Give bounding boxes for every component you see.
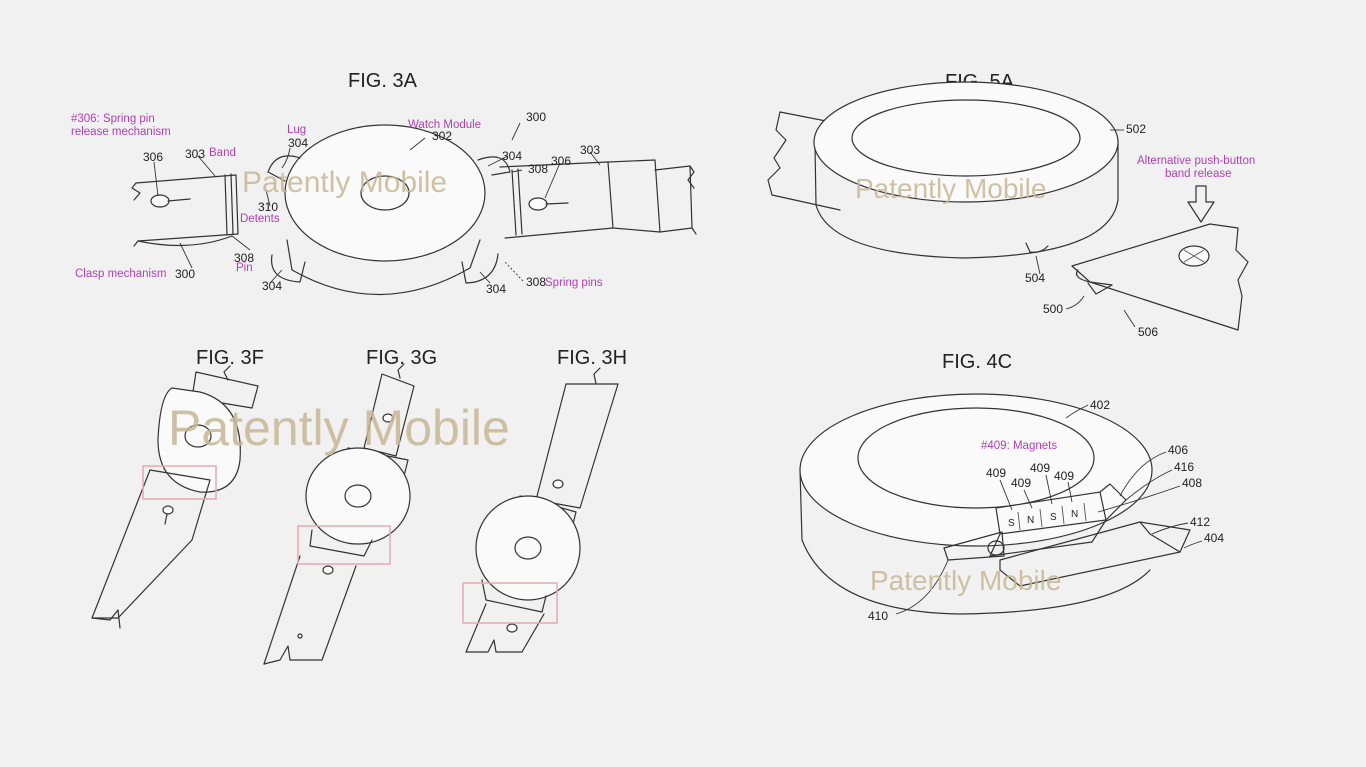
- watermark-fig-4c: Patently Mobile: [870, 565, 1061, 596]
- watermark-fig-3a: Patently Mobile: [242, 166, 447, 199]
- fig-4c: FIG. 4C S N S N: [799, 351, 1224, 623]
- ref-304-right-bottom: 304: [486, 282, 506, 296]
- anno-band: Band: [209, 147, 236, 159]
- fig-3g-highlight-box: [297, 525, 391, 565]
- fig-3g: FIG. 3G: [263, 347, 437, 665]
- fig-3a-watch-module: [267, 124, 511, 296]
- magnet-pole-4: N: [1071, 509, 1078, 520]
- ref-300-top: 300: [526, 110, 546, 124]
- fig-3a: FIG. 3A: [71, 70, 697, 296]
- anno-clasp: Clasp mechanism: [75, 268, 166, 280]
- fig-3h-title: FIG. 3H: [557, 347, 627, 369]
- watermark-fig-5a: Patently Mobile: [855, 173, 1046, 204]
- ref-304-right-top: 304: [502, 149, 522, 163]
- ref-500: 500: [1043, 302, 1063, 316]
- ref-302: 302: [432, 129, 452, 143]
- anno-spring-pin-1: #306: Spring pin: [71, 113, 155, 125]
- anno-detents: Detents: [240, 213, 280, 225]
- magnet-pole-1: S: [1008, 518, 1015, 529]
- ref-412: 412: [1190, 515, 1210, 529]
- fig-3a-leaders: [153, 122, 601, 284]
- ref-310: 310: [258, 200, 278, 214]
- fig-3h-highlight-box: [462, 582, 558, 624]
- fig-4c-leaders: [895, 404, 1203, 615]
- anno-alt-1: Alternative push-button: [1137, 155, 1255, 167]
- ref-506: 506: [1138, 325, 1158, 339]
- ref-409-c: 409: [1030, 461, 1050, 475]
- ref-303-right: 303: [580, 143, 600, 157]
- magnet-pole-2: N: [1027, 515, 1034, 526]
- anno-spring-pins: Spring pins: [545, 277, 603, 289]
- fig-5a-watch: [813, 81, 1119, 259]
- fig-5a: FIG. 5A 502: [767, 71, 1255, 339]
- watermark-fig-3-bottom: Patently Mobile: [168, 400, 510, 456]
- ref-304-left-bottom: 304: [262, 279, 282, 293]
- ref-306-left: 306: [143, 150, 163, 164]
- ref-416: 416: [1174, 460, 1194, 474]
- anno-magnets: #409: Magnets: [981, 440, 1057, 452]
- ref-402: 402: [1090, 398, 1110, 412]
- anno-watch-module: Watch Module: [408, 119, 481, 131]
- fig-3f-title: FIG. 3F: [196, 347, 264, 369]
- fig-3g-title: FIG. 3G: [366, 347, 437, 369]
- fig-3f: FIG. 3F: [91, 347, 264, 629]
- ref-408: 408: [1182, 476, 1202, 490]
- ref-308-top: 308: [528, 162, 548, 176]
- magnet-pole-3: S: [1050, 512, 1057, 523]
- anno-pin: Pin: [236, 262, 253, 274]
- ref-300-bottom: 300: [175, 267, 195, 281]
- fig-3a-title: FIG. 3A: [348, 70, 418, 92]
- ref-306-right: 306: [551, 154, 571, 168]
- fig-4c-magnet-assembly: S N S N: [943, 483, 1191, 587]
- fig-3a-left-band: [131, 173, 239, 247]
- fig-5a-band-release: [1071, 185, 1249, 331]
- fig-5a-leaders: [1035, 129, 1136, 328]
- ref-308-spring-pins: 308: [526, 275, 546, 289]
- ref-502: 502: [1126, 122, 1146, 136]
- fig-3a-right-band: [499, 159, 697, 239]
- ref-308-pin: 308: [234, 251, 254, 265]
- ref-406: 406: [1168, 443, 1188, 457]
- ref-410: 410: [868, 609, 888, 623]
- ref-304-lug: 304: [288, 136, 308, 150]
- ref-409-a: 409: [986, 466, 1006, 480]
- ref-409-d: 409: [1054, 469, 1074, 483]
- ref-504: 504: [1025, 271, 1045, 285]
- ref-409-b: 409: [1011, 476, 1031, 490]
- anno-alt-2: band release: [1165, 168, 1232, 180]
- ref-303-left: 303: [185, 147, 205, 161]
- fig-3f-highlight-box: [142, 465, 217, 500]
- fig-3h: FIG. 3H: [462, 347, 627, 653]
- anno-spring-pin-2: release mechanism: [71, 126, 171, 138]
- anno-lug: Lug: [287, 124, 306, 136]
- ref-404: 404: [1204, 531, 1224, 545]
- fig-4c-title: FIG. 4C: [942, 351, 1012, 373]
